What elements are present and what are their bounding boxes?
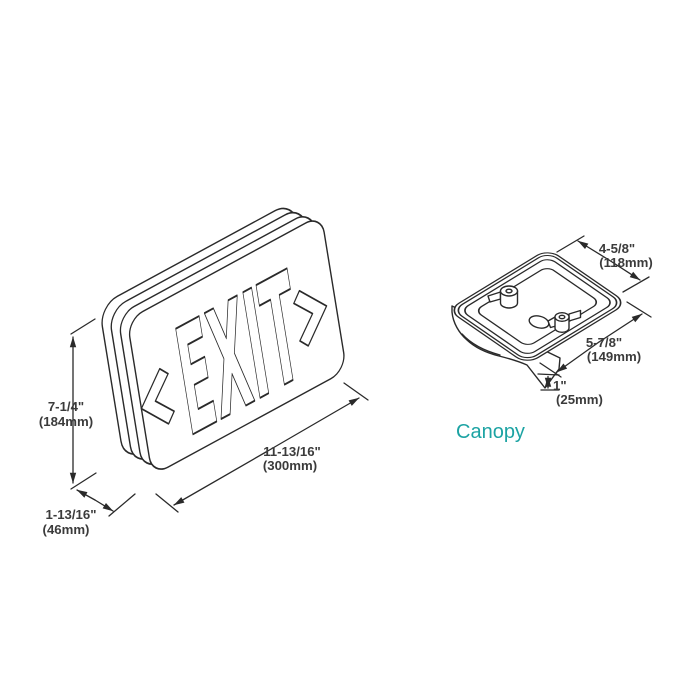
canopy-height-inches: 1"	[553, 378, 567, 393]
sign-faceplate	[128, 220, 345, 470]
width-dim-inches: 11-13/16"	[263, 444, 321, 459]
canopy-width-extension-right	[622, 276, 650, 293]
depth-dim-mm: (46mm)	[43, 522, 90, 537]
canopy-height-extension-top	[537, 373, 560, 376]
width-extension-left	[155, 493, 179, 513]
height-dim-inches: 7-1/4"	[48, 399, 84, 414]
post2-top	[554, 312, 570, 323]
width-extension-right	[343, 382, 369, 401]
canopy-mounting-post-1	[487, 285, 519, 309]
post1-top	[499, 285, 519, 297]
height-extension-top	[70, 318, 96, 335]
width-dim-mm: (300mm)	[263, 458, 317, 473]
canopy-depth-mm: (149mm)	[587, 349, 641, 364]
width-dim-line-b	[265, 397, 360, 453]
height-dim-mm: (184mm)	[39, 414, 93, 429]
post1-hole	[505, 288, 513, 294]
canopy-rim-inner-line	[464, 259, 611, 354]
canopy-rim	[457, 254, 618, 359]
canopy-depth-inches: 5-7/8"	[586, 335, 622, 350]
depth-extension-far	[108, 493, 136, 517]
canopy-width-dim-b	[608, 259, 641, 281]
canopy-depth-dim-b	[556, 341, 600, 373]
exit-sign-drawing: EXIT	[101, 207, 345, 472]
depth-dim-inches: 1-13/16"	[46, 507, 97, 522]
left-chevron-icon	[140, 367, 175, 425]
canopy-height-mm: (25mm)	[556, 392, 603, 407]
canopy-width-mm: (118mm)	[599, 255, 653, 270]
height-extension-bottom	[70, 472, 97, 490]
canopy-mounting-post-2	[547, 309, 582, 333]
canopy-dimensions	[537, 235, 652, 391]
canopy-caption: Canopy	[456, 421, 525, 443]
canopy-width-inches: 4-5/8"	[599, 241, 635, 256]
exit-sign-dimensions	[69, 318, 369, 517]
canopy-drawing	[451, 252, 622, 389]
depth-dim-line-b	[94, 499, 114, 512]
canopy-skirt-crease	[461, 333, 501, 356]
canopy-depth-dim-a	[598, 313, 643, 343]
post2-hole	[558, 314, 566, 320]
width-dim-line-a	[173, 451, 267, 506]
depth-dim-line-a	[76, 489, 96, 501]
canopy-width-dim-a	[577, 240, 610, 261]
canopy-width-extension-left	[556, 235, 585, 253]
canopy-depth-extension-top	[626, 301, 652, 318]
right-chevron-icon	[293, 289, 328, 347]
